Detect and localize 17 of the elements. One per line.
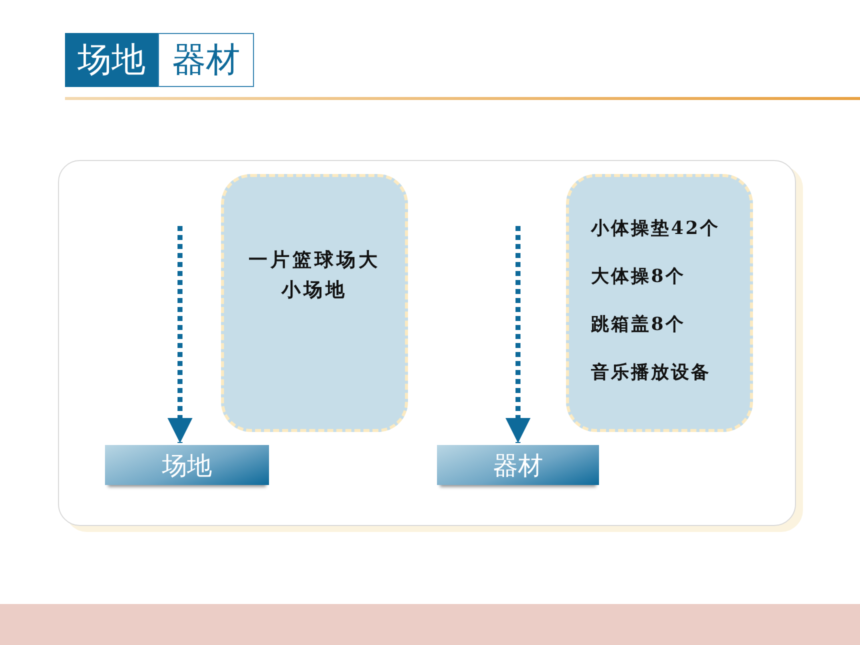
rounded-box [221,174,408,432]
list-item: 小体操垫42个 [591,217,722,241]
heading-tab [65,33,158,87]
label-text: 场地 [162,450,212,482]
ribbon-label [437,445,599,485]
list-item: 音乐播放设备 [591,361,712,385]
arrow [168,226,192,443]
rounded-box [566,174,753,432]
label-text: 器材 [493,450,543,482]
arrow [506,226,530,443]
list-item: 跳箱盖8个 [591,313,687,337]
heading-tab [158,33,254,87]
label-text: 一片篮球场大小场地 [248,249,380,301]
list-item: 大体操8个 [591,265,687,289]
label-text: 场地 [78,39,146,82]
ribbon-label [105,445,269,485]
label-text: 器材 [172,39,240,82]
